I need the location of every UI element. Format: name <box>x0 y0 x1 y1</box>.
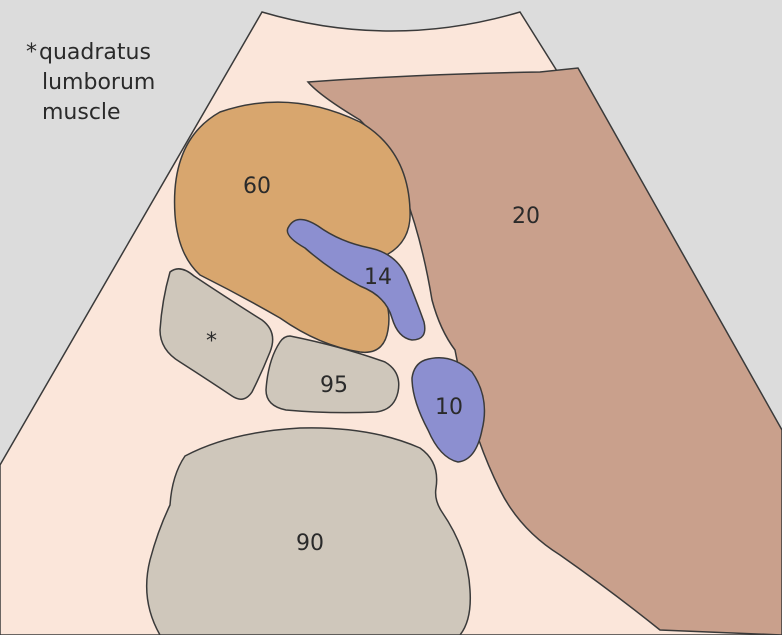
legend-text-3: muscle <box>26 98 155 128</box>
label-10: 10 <box>435 395 463 420</box>
legend-line-1: *quadratus <box>26 38 155 68</box>
label-90: 90 <box>296 531 324 556</box>
label-60: 60 <box>243 174 271 199</box>
label-14: 14 <box>364 265 392 290</box>
legend-text-2: lumborum <box>26 68 155 98</box>
label-95: 95 <box>320 373 348 398</box>
label-quadratus-star: * <box>206 329 217 354</box>
legend-marker: * <box>26 40 37 65</box>
legend-text-1: quadratus <box>39 40 151 65</box>
label-20: 20 <box>512 204 540 229</box>
legend: *quadratus lumborum muscle <box>26 38 155 128</box>
